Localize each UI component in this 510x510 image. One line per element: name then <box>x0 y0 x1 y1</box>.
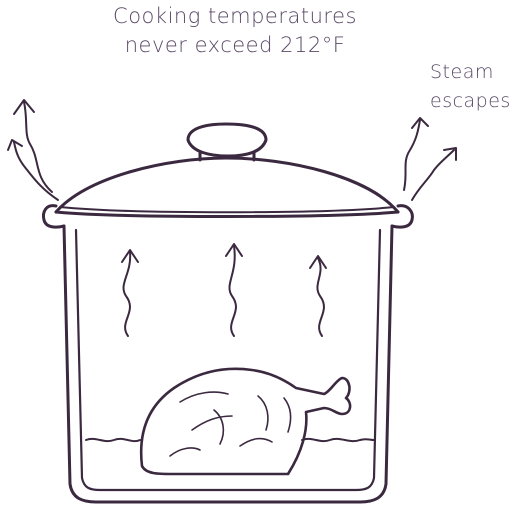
inner-steam-arrow-3 <box>310 256 326 336</box>
inner-steam-arrow-1 <box>122 250 138 336</box>
inner-steam-arrow-2 <box>226 244 242 336</box>
turkey-leg-icon <box>141 369 350 474</box>
pot-body <box>44 206 413 502</box>
outer-steam-arrow-right-upper <box>404 118 428 190</box>
pot-lid <box>56 124 398 217</box>
outer-steam-arrow-right-lower <box>412 148 456 200</box>
water-surface <box>86 439 374 441</box>
